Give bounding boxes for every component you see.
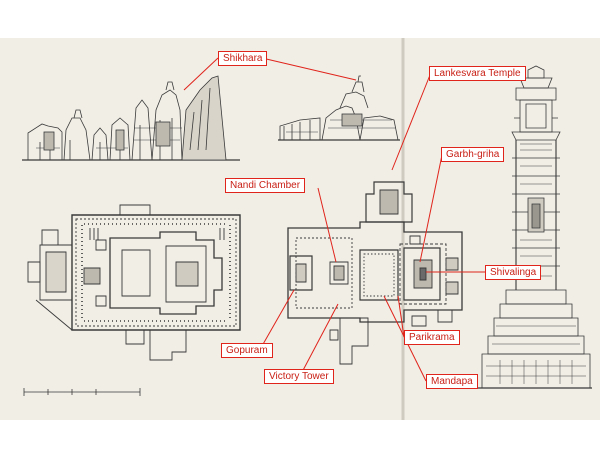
temple-section-elevation-left <box>22 75 240 161</box>
leader-lines <box>183 57 486 382</box>
book-page-background <box>0 38 600 420</box>
callout-shikhara: Shikhara <box>218 51 268 66</box>
callout-victory-tower: Victory Tower <box>264 369 334 384</box>
callout-nandi-chamber: Nandi Chamber <box>225 178 306 193</box>
temple-elevation-centre <box>278 75 400 141</box>
temple-ground-plan-left <box>27 204 241 361</box>
callout-garbh-griha: Garbh-griha <box>441 147 505 162</box>
callout-parikrama: Parikrama <box>404 330 460 345</box>
callout-mandapa: Mandapa <box>426 374 478 389</box>
callout-shivalinga: Shivalinga <box>485 265 542 280</box>
scale-bar <box>23 388 141 396</box>
temple-ground-plan-centre <box>287 181 463 365</box>
callout-gopuram: Gopuram <box>221 343 273 358</box>
callout-lankesvara-temple: Lankesvara Temple <box>429 66 526 81</box>
